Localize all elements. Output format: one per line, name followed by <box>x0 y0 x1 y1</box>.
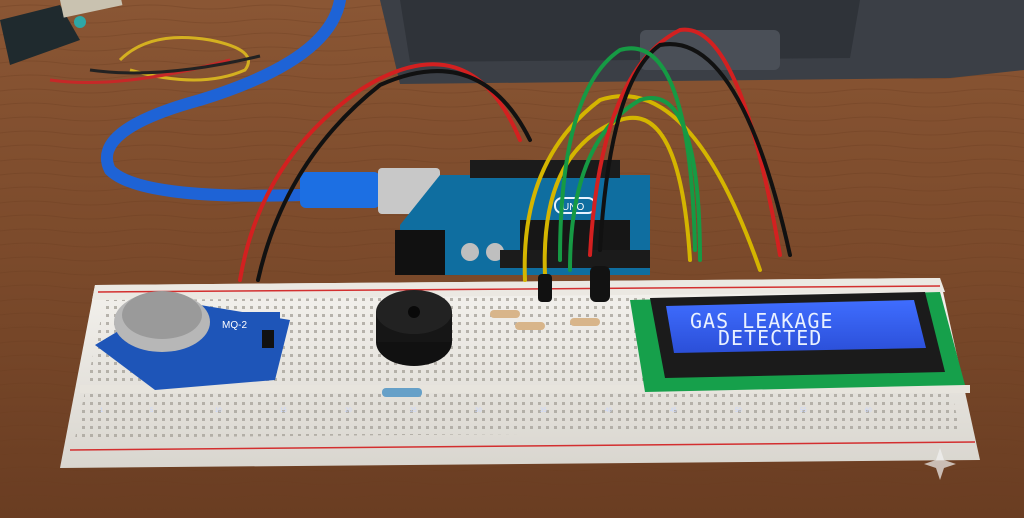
sparkle-mark <box>924 448 956 480</box>
mq2-sensor-module: MQ-2 <box>95 291 290 390</box>
soldering-iron <box>0 0 123 65</box>
col-50: 50 <box>735 408 742 414</box>
usb-cable <box>100 0 346 202</box>
col-35: 35 <box>540 408 547 414</box>
col-20: 20 <box>345 408 352 414</box>
loose-wire-yellow <box>118 36 250 82</box>
laptop <box>380 0 1024 84</box>
col-10: 10 <box>215 408 222 414</box>
buzzer <box>376 290 452 366</box>
col-55: 55 <box>800 408 807 414</box>
lcd-line-2: DETECTED <box>718 326 822 350</box>
col-60: 60 <box>865 408 872 414</box>
usb-connector <box>300 172 380 208</box>
lcd-line-1: GAS LEAKAGE <box>690 309 833 333</box>
loose-wire-black <box>89 54 261 75</box>
col-45: 45 <box>670 408 677 414</box>
col-5: 5 <box>150 408 154 414</box>
jumper-wires <box>238 27 792 282</box>
col-40: 40 <box>605 408 612 414</box>
capacitors <box>538 266 610 302</box>
resistors <box>382 310 600 397</box>
lcd-module: GAS LEAKAGE DETECTED <box>630 292 965 392</box>
col-25: 25 <box>410 408 417 414</box>
breadboard-column-numbers: 1 5 10 15 20 25 30 35 40 45 50 55 60 <box>100 408 872 414</box>
col-15: 15 <box>280 408 287 414</box>
col-30: 30 <box>475 408 482 414</box>
col-1: 1 <box>100 408 104 414</box>
mq2-label: MQ-2 <box>222 320 247 331</box>
